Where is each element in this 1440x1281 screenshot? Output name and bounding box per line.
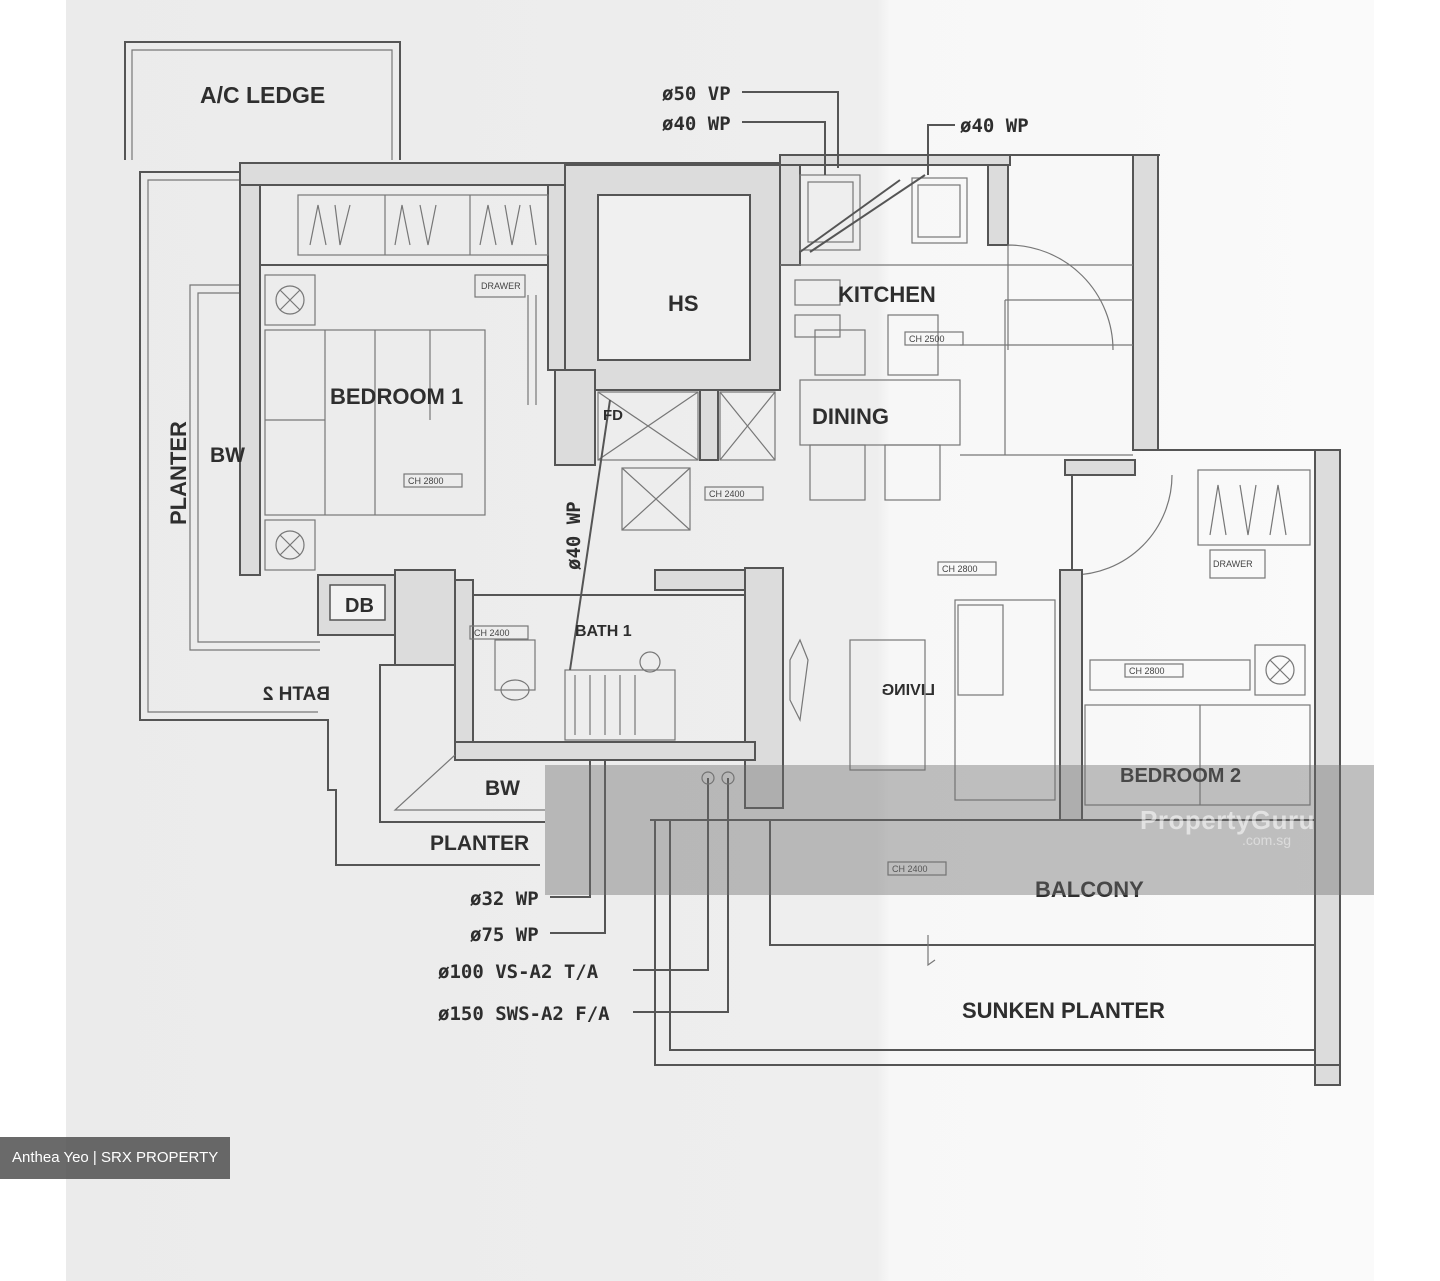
label-pipe-wp40-right: ø40 WP — [960, 115, 1029, 137]
label-sunken-planter: SUNKEN PLANTER — [962, 998, 1165, 1023]
ch-tag-bath1: CH 2400 — [474, 628, 510, 638]
bath1-area — [394, 569, 756, 761]
bedroom1-walls — [239, 184, 566, 636]
ch-tag-bedroom2-box — [1124, 663, 1184, 678]
ac-ledge-outline — [124, 41, 401, 160]
ch-tag-bedroom2: CH 2800 — [1129, 666, 1165, 676]
bedroom2-area — [1059, 449, 1341, 1086]
label-planter-bottom: PLANTER — [430, 832, 529, 855]
ch-tag-balcony: CH 2400 — [892, 864, 928, 874]
drawer-label-bedroom2: DRAWER — [1213, 559, 1253, 569]
kitchen-area — [779, 154, 1159, 451]
label-pipe-wp75: ø75 WP — [470, 924, 539, 946]
left-planter-outline — [139, 171, 540, 866]
label-pipe-sws150: ø150 SWS-A2 F/A — [438, 1003, 610, 1025]
ch-tag-dining-box — [904, 331, 964, 346]
ch-tag-bedroom1: CH 2800 — [408, 476, 444, 486]
dining-area — [799, 300, 1133, 501]
watermark-sub: .com.sg — [1242, 832, 1292, 848]
label-fd: FD — [603, 407, 623, 424]
label-pipe-wp40-top: ø40 WP — [662, 113, 731, 135]
ch-tag-dining: CH 2500 — [909, 334, 945, 344]
hs-room — [564, 164, 781, 391]
label-planter-left: PLANTER — [166, 421, 191, 525]
ch-tag-living-box — [937, 561, 997, 576]
pipe-leaders — [550, 91, 955, 1013]
label-bath1: BATH 1 — [575, 623, 632, 640]
label-bedroom1: BEDROOM 1 — [330, 384, 463, 409]
label-kitchen: KITCHEN — [838, 282, 936, 307]
label-ac-ledge: A/C LEDGE — [200, 82, 325, 108]
ch-tag-store-box — [704, 486, 764, 501]
balcony-outline — [650, 819, 1341, 1080]
label-balcony: BALCONY — [1035, 877, 1144, 902]
watermark-brand: PropertyGuru — [1140, 805, 1316, 835]
ch-tag-bedroom1-box — [403, 473, 463, 488]
label-bw-bottom: BW — [485, 777, 520, 800]
label-dining: DINING — [812, 404, 889, 429]
ch-tag-living: CH 2800 — [942, 564, 978, 574]
store-area — [554, 369, 776, 531]
label-pipe-wp40-vertical: ø40 WP — [563, 501, 585, 570]
label-hs: HS — [668, 291, 699, 316]
drawer-label-bedroom1: DRAWER — [481, 281, 521, 291]
label-living-mirrored: LIVING — [882, 682, 935, 699]
watermark-band — [545, 765, 1374, 895]
label-pipe-vs100: ø100 VS-A2 T/A — [438, 961, 599, 983]
ch-tag-bath1-box — [469, 625, 529, 640]
label-bath2-mirrored: BATH 2 — [263, 684, 330, 705]
label-pipe-wp32: ø32 WP — [470, 888, 539, 910]
label-pipe-vp50: ø50 VP — [662, 83, 731, 105]
label-bw-left: BW — [210, 444, 245, 467]
ch-tag-balcony-box — [887, 861, 947, 876]
credit-badge: Anthea Yeo | SRX PROPERTY — [0, 1137, 231, 1179]
label-bedroom2: BEDROOM 2 — [1120, 765, 1241, 787]
living-area — [744, 567, 1056, 809]
label-db: DB — [345, 595, 374, 617]
ch-tag-store: CH 2400 — [709, 489, 745, 499]
bottom-bw-area — [379, 664, 545, 823]
